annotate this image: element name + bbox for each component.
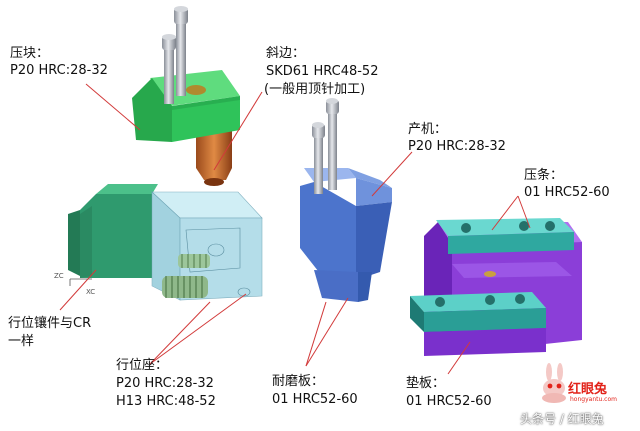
- press-strip-title: 压条：: [524, 168, 564, 183]
- bolt-icon: [326, 98, 339, 190]
- slide-insert-line2: 一样: [8, 334, 35, 349]
- slide-seat-spec1: P20 HRC:28-32: [116, 376, 214, 391]
- product-block-part: [300, 98, 392, 302]
- angled-edge-title: 斜边：: [266, 46, 306, 61]
- rabbit-logo-icon: [542, 363, 566, 403]
- backing-plate-spec: 01 HRC52-60: [406, 394, 492, 409]
- angled-edge-spec: SKD61 HRC48-52: [266, 64, 379, 79]
- slide-insert-line1: 行位镶件与CR: [8, 316, 92, 331]
- backing-plate-title: 垫板：: [406, 376, 446, 391]
- press-block-title: 压块：: [10, 46, 50, 61]
- slide-assembly: [68, 184, 263, 301]
- axis-x-label: XC: [86, 288, 96, 296]
- press-strip-spec: 01 HRC52-60: [524, 185, 610, 200]
- watermark-footer: 头条号 / 红眼兔: [520, 412, 604, 426]
- watermark-brand: 红眼兔: [568, 382, 608, 397]
- watermark-site: hongyantu.com: [570, 396, 617, 403]
- angled-edge-note: (一般用顶针加工): [264, 82, 366, 97]
- bolt-icon: [312, 122, 325, 194]
- base-plate-part: [410, 218, 582, 356]
- press-block-spec: P20 HRC:28-32: [10, 63, 108, 78]
- bolt-icon: [162, 34, 176, 104]
- wear-plate-spec: 01 HRC52-60: [272, 392, 358, 407]
- product-part-spec: P20 HRC:28-32: [408, 139, 506, 154]
- slide-seat-spec2: H13 HRC:48-52: [116, 394, 216, 409]
- axis-z-label: ZC: [54, 272, 64, 280]
- wear-plate-title: 耐磨板：: [272, 374, 325, 389]
- spring-icon: [162, 254, 210, 298]
- press-block-part: [132, 6, 240, 186]
- leader-lines: [59, 83, 531, 375]
- slide-seat-title: 行位座：: [116, 358, 169, 373]
- bolt-icon: [174, 6, 188, 96]
- product-part-title: 产机：: [408, 122, 448, 137]
- wear-pin: [196, 128, 232, 186]
